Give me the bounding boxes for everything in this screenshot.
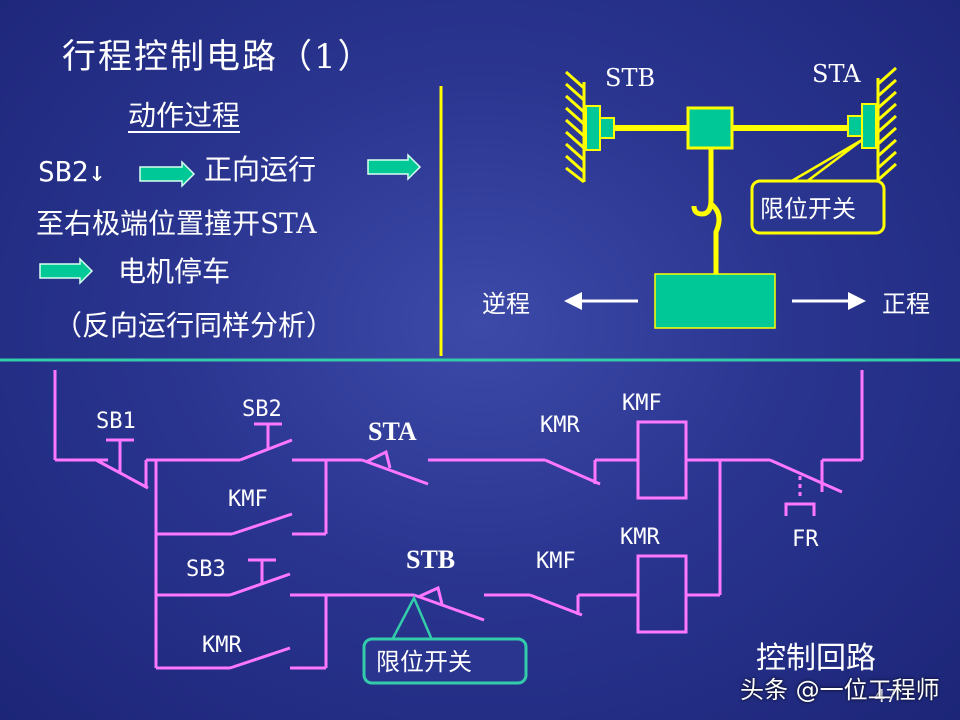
page-number: 47	[874, 686, 897, 707]
process-step-hit-sta: 至右极端位置撞开STA	[36, 207, 317, 240]
kmr-hold-contact	[229, 646, 291, 670]
watermark: 头条 @一位工程师	[740, 676, 940, 704]
process-step-reverse-note: （反向运行同样分析）	[54, 309, 335, 342]
forward-arrow-icon	[792, 292, 866, 310]
limit-switch-label: 限位开关	[760, 195, 856, 223]
left-wall	[565, 70, 586, 184]
limit-switch-callout-box	[750, 179, 886, 235]
sta-contact	[361, 449, 429, 486]
limit-switch-callout-pointer	[390, 595, 434, 641]
kmr-coil-label: KMR	[620, 525, 660, 550]
sb2-label: SB2	[242, 397, 282, 422]
stb-contact-label: STB	[406, 545, 455, 574]
hook-rod	[691, 148, 722, 274]
kmf-hold-label: KMF	[228, 487, 268, 512]
sb1-switch	[95, 438, 149, 490]
stb-switch-body	[585, 105, 601, 151]
kmf-interlock-label: KMF	[536, 549, 576, 574]
forward-label: 正程	[882, 290, 930, 318]
circuit-limit-switch-callout-box	[362, 637, 528, 685]
kmf-interlock-contact	[529, 593, 583, 617]
circuit-limit-switch-label: 限位开关	[376, 648, 472, 676]
page-title: 行程控制电路（1）	[62, 37, 374, 77]
circuit-wires	[53, 370, 864, 670]
circuit-caption: 控制回路	[756, 641, 876, 676]
kmr-hold-label: KMR	[202, 633, 242, 658]
process-heading: 动作过程	[128, 99, 241, 132]
kmr-interlock-label: KMR	[540, 413, 580, 438]
sta-contact-label: STA	[368, 417, 417, 446]
kmf-coil-label: KMF	[622, 391, 662, 416]
workbench	[654, 273, 776, 329]
limit-switch-callout-pointer	[789, 138, 863, 184]
process-step-forward: 正向运行	[204, 153, 317, 186]
sb2-switch	[239, 422, 293, 462]
reverse-arrow-icon	[564, 292, 638, 310]
sta-switch-body	[861, 103, 877, 149]
kmf-hold-contact	[231, 512, 293, 536]
sb3-switch	[229, 558, 291, 597]
sta-switch-plunger	[847, 115, 863, 137]
fr-contact	[769, 458, 843, 516]
kmr-interlock-contact	[544, 458, 601, 486]
right-wall	[876, 66, 897, 182]
stb-label: STB	[605, 64, 655, 92]
sta-label: STA	[812, 60, 861, 88]
carriage	[686, 106, 734, 150]
process-step-sb2: SB2↓	[38, 155, 106, 188]
reverse-label: 逆程	[482, 290, 530, 318]
sb1-label: SB1	[96, 409, 136, 434]
process-step-stop: 电机停车	[118, 255, 231, 288]
sb3-label: SB3	[186, 557, 226, 582]
stb-contact	[413, 585, 485, 622]
fr-label: FR	[792, 527, 819, 552]
stb-switch-plunger	[599, 117, 615, 139]
